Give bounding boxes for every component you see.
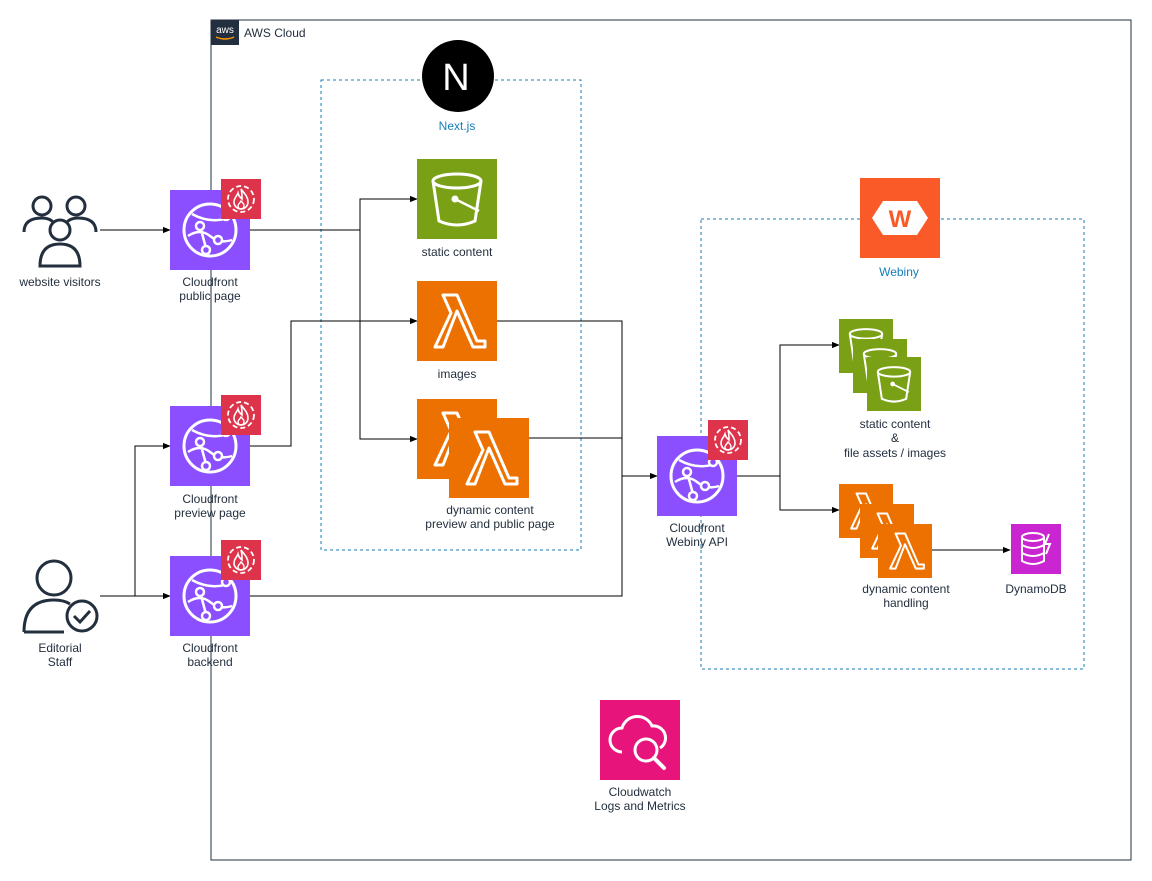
- aws-cloud-label: AWS Cloud: [244, 26, 306, 40]
- cf-webiny-label-2: Webiny API: [666, 535, 728, 549]
- user-check-icon: [22, 559, 99, 634]
- cloudwatch-label-1: Cloudwatch: [609, 785, 672, 799]
- webiny-group-label: Webiny: [879, 265, 919, 279]
- cloudwatch-label-2: Logs and Metrics: [594, 799, 685, 813]
- edge-cf-webiny-webiny-s3: [737, 341, 840, 477]
- waf-icon: [221, 540, 261, 580]
- waf-icon: [708, 420, 748, 460]
- users-icon: [22, 195, 98, 268]
- s3-static-label: static content: [422, 245, 493, 259]
- s3-bucket-icon: [867, 357, 921, 411]
- cf-preview-label-2: preview page: [174, 506, 246, 520]
- webiny-s3-label-2: &: [891, 431, 899, 445]
- node-cloudfront-public: Cloudfront public page: [170, 179, 261, 303]
- node-s3-static-content: static content: [417, 159, 497, 259]
- nextjs-logo-icon: N: [422, 40, 494, 112]
- cf-backend-label-2: backend: [187, 655, 232, 669]
- edge-cf-public-lambda-dynamic: [359, 230, 418, 443]
- node-webiny-dynamic-handling: dynamic content handling: [839, 484, 950, 610]
- svg-text:aws: aws: [216, 25, 234, 36]
- svg-text:W: W: [889, 206, 912, 233]
- edge-cf-backend-cf-webiny: [250, 476, 623, 597]
- cloudwatch-icon: [600, 700, 680, 780]
- webiny-s3-label-1: static content: [860, 417, 931, 431]
- actor-editorial-label-2: Staff: [48, 655, 73, 669]
- lambda-icon: [417, 281, 497, 361]
- dynamodb-icon: [1011, 524, 1061, 574]
- actor-editorial-staff: Editorial Staff: [22, 559, 99, 669]
- lambda-dynamic-label-2: preview and public page: [425, 517, 555, 531]
- node-cloudfront-preview: Cloudfront preview page: [170, 395, 261, 520]
- node-cloudfront-backend: Cloudfront backend: [170, 540, 261, 669]
- waf-icon: [221, 179, 261, 219]
- cf-preview-label-1: Cloudfront: [182, 492, 238, 506]
- svg-text:N: N: [442, 57, 469, 99]
- cf-backend-label-1: Cloudfront: [182, 641, 238, 655]
- edge-cf-webiny-webiny-lambda: [779, 476, 840, 514]
- cf-public-label-1: Cloudfront: [182, 275, 238, 289]
- lambda-images-label: images: [438, 367, 477, 381]
- waf-icon: [221, 395, 261, 435]
- actor-visitors-label: website visitors: [18, 275, 100, 289]
- edge-cf-preview-lambda-images: [250, 317, 418, 447]
- aws-logo-icon: aws: [211, 20, 239, 45]
- edge-lambda-images-cf-webiny: [496, 320, 658, 480]
- node-dynamodb: DynamoDB: [1005, 524, 1067, 596]
- node-cloudwatch: Cloudwatch Logs and Metrics: [594, 700, 686, 813]
- actor-editorial-label-1: Editorial: [38, 641, 81, 655]
- edge-cf-public-s3: [250, 195, 418, 231]
- node-lambda-images: images: [417, 281, 497, 381]
- cf-webiny-label-1: Cloudfront: [669, 521, 725, 535]
- webiny-logo-icon: W: [860, 178, 940, 258]
- actor-website-visitors: website visitors: [18, 195, 101, 289]
- node-webiny-static-assets: static content & file assets / images: [839, 319, 946, 460]
- connections: [100, 195, 1011, 600]
- node-cloudfront-webiny-api: Cloudfront Webiny API: [657, 420, 748, 549]
- webiny-lambda-label-2: handling: [883, 596, 928, 610]
- nextjs-group-label: Next.js: [439, 119, 476, 133]
- lambda-dynamic-label-1: dynamic content: [446, 503, 534, 517]
- webiny-s3-label-3: file assets / images: [844, 446, 946, 460]
- cf-public-label-2: public page: [179, 289, 241, 303]
- lambda-icon: [449, 418, 529, 498]
- nextjs-group: N Next.js: [320, 40, 582, 551]
- dynamodb-label: DynamoDB: [1005, 582, 1066, 596]
- node-lambda-dynamic: dynamic content preview and public page: [417, 399, 555, 531]
- lambda-icon: [878, 524, 932, 578]
- webiny-lambda-label-1: dynamic content: [862, 582, 950, 596]
- s3-bucket-icon: [417, 159, 497, 239]
- edge-editorial-cf-preview: [100, 442, 171, 597]
